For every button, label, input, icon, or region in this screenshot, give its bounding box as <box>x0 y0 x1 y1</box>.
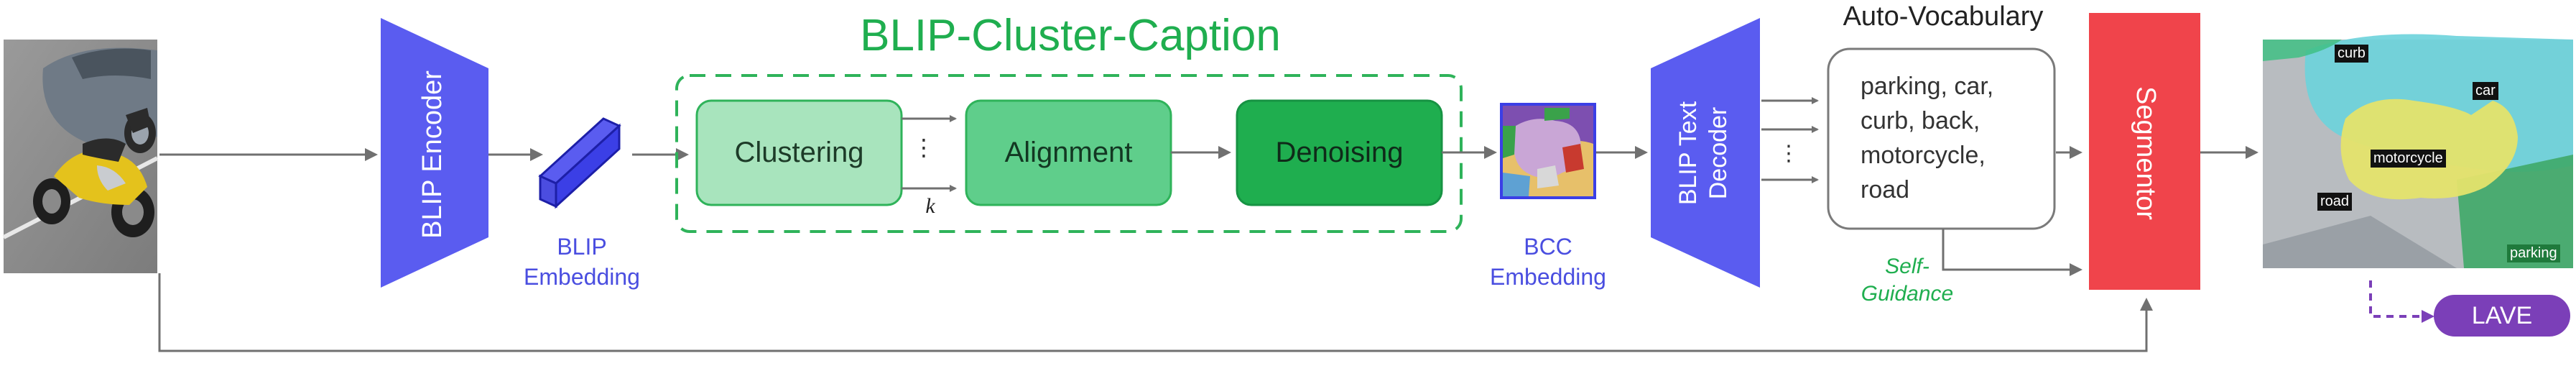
seg-label-car: car <box>2473 82 2498 100</box>
seg-label-curb: curb <box>2335 45 2368 63</box>
vocab-line: parking, car, <box>1861 73 1994 100</box>
bcc-dashed-container <box>675 74 1463 233</box>
blip-text-decoder-block <box>1651 18 1760 288</box>
segmentor-block <box>2089 13 2200 290</box>
vocab-line: road <box>1861 176 1910 203</box>
bcc-embedding-line1: BCC <box>1524 234 1572 260</box>
blip-encoder-block <box>381 18 488 288</box>
blip-decoder-label: BLIP Text Decoder <box>1673 45 1738 261</box>
decoder-vdots-glyph: ⋮ <box>1778 142 1799 165</box>
vdots-glyph: ⋮ <box>912 134 935 160</box>
self-guidance-label: Self- Guidance <box>1835 253 1979 308</box>
blip-embedding-prism <box>538 117 621 209</box>
blip-embedding-line1: BLIP <box>557 234 607 260</box>
self-guidance-line2: Guidance <box>1861 282 1954 306</box>
vocab-line: curb, back, <box>1861 107 1980 134</box>
input-image <box>2 40 159 273</box>
blip-embedding-line2: Embedding <box>524 264 640 290</box>
bcc-embedding-mask <box>1500 103 1596 199</box>
segmentor-label: Segmentor <box>2131 86 2161 220</box>
self-guidance-line1: Self- <box>1885 255 1929 278</box>
lave-label: LAVE <box>2471 301 2533 329</box>
auto-vocabulary-title: Auto-Vocabulary <box>1843 1 2044 32</box>
k-label: k <box>925 194 935 218</box>
clustering-label: Clustering <box>734 137 864 168</box>
denoising-label: Denoising <box>1275 137 1404 168</box>
lave-pill <box>2434 295 2570 337</box>
auto-vocabulary-list: parking, car, curb, back, motorcycle, ro… <box>1861 69 2047 207</box>
alignment-label: Alignment <box>1004 137 1133 168</box>
blip-encoder-text: BLIP Encoder <box>417 70 448 239</box>
clustering-box <box>695 99 903 206</box>
auto-vocabulary-box <box>1827 47 2056 230</box>
seg-label-road: road <box>2317 193 2353 211</box>
blip-embedding-label: BLIP Embedding <box>503 232 661 292</box>
bcc-embedding-line2: Embedding <box>1490 264 1606 290</box>
bcc-embedding-label: BCC Embedding <box>1469 232 1627 292</box>
blip-decoder-line2: Decoder <box>1705 106 1732 200</box>
blip-decoder-line1: BLIP Text <box>1674 101 1702 206</box>
seg-label-parking: parking <box>2507 244 2560 262</box>
blip-encoder-label: BLIP Encoder <box>417 47 453 262</box>
seg-label-motorcycle: motorcycle <box>2371 150 2446 168</box>
vocab-line: motorcycle, <box>1861 142 1986 169</box>
diagram-title: BLIP-Cluster-Caption <box>860 11 1281 60</box>
